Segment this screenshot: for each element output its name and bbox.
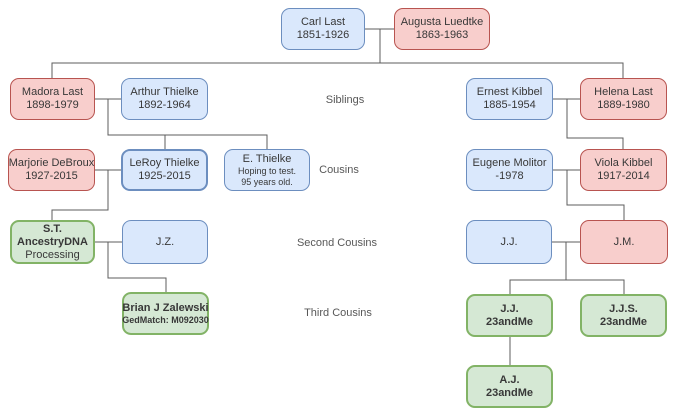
node-text-line: 1885-1954 xyxy=(483,99,536,111)
node-eugene-molitor[interactable]: Eugene Molitor-1978 xyxy=(466,149,553,191)
node-text-line: A.J. xyxy=(499,373,520,386)
node-text-line: Madora Last xyxy=(21,86,84,98)
node-text-line: Processing xyxy=(25,248,80,261)
node-text-line: Arthur Thielke xyxy=(130,86,199,98)
node-text-line: -1978 xyxy=(495,170,524,182)
relationship-label-third-cousins: Third Cousins xyxy=(304,307,372,319)
node-text-line: 23andMe xyxy=(485,315,534,328)
node-text-line: 1863-1963 xyxy=(415,29,469,41)
relationship-label-second-cousins: Second Cousins xyxy=(296,237,378,249)
node-jj-23andme[interactable]: J.J.23andMe xyxy=(466,294,553,337)
connector-helena-to-viola xyxy=(566,99,624,149)
node-text-line: 1925-2015 xyxy=(138,170,191,182)
node-text-line: Helena Last xyxy=(594,86,653,98)
node-jz[interactable]: J.Z. xyxy=(122,220,208,264)
connector-leroy-to-st xyxy=(51,170,109,220)
node-text-line: LeRoy Thielke xyxy=(129,157,200,169)
connector-jm-children-rail xyxy=(509,279,625,294)
node-text-line: 1851-1926 xyxy=(296,29,350,41)
node-text-line: Carl Last xyxy=(300,16,346,28)
node-text-line: 23andMe xyxy=(485,386,534,399)
node-text-line: 95 years old. xyxy=(241,176,293,187)
node-text-line: 1892-1964 xyxy=(138,99,191,111)
node-text-line: Brian J Zalewski xyxy=(122,301,209,314)
node-text-line: J.J. xyxy=(500,235,518,248)
node-text-line: J.Z. xyxy=(155,235,175,248)
connector-madora-children-rail xyxy=(107,99,268,149)
node-text-line: 23andMe xyxy=(599,315,648,328)
node-text-line: AncestryDNA xyxy=(17,235,88,248)
connector-viola-to-jm xyxy=(566,170,625,220)
node-text-line: Eugene Molitor xyxy=(472,157,547,169)
node-text-line: J.J.S. xyxy=(609,302,638,315)
node-jj[interactable]: J.J. xyxy=(466,220,552,264)
node-aj-23andme[interactable]: A.J.23andMe xyxy=(466,365,553,408)
node-text-line: Ernest Kibbel xyxy=(476,86,543,98)
connector-gen1-rail xyxy=(51,62,624,78)
node-text-line: Marjorie DeBroux xyxy=(8,157,95,169)
node-text-line: E. Thielke xyxy=(242,152,292,165)
relationship-label-cousins: Cousins xyxy=(319,164,359,176)
node-text-line: Viola Kibbel xyxy=(594,157,653,169)
node-text-line: J.J. xyxy=(500,302,519,315)
node-text-line: Hoping to test. xyxy=(237,165,297,176)
node-jm[interactable]: J.M. xyxy=(580,220,668,264)
node-text-line: S.T. xyxy=(43,222,62,235)
node-jjs-23andme[interactable]: J.J.S.23andMe xyxy=(580,294,667,337)
node-text-line: GedMatch: M092030 xyxy=(122,314,209,325)
relationship-label-siblings: Siblings xyxy=(325,94,365,106)
node-text-line: 1898-1979 xyxy=(26,99,79,111)
node-text-line: 1917-2014 xyxy=(597,170,650,182)
node-text-line: J.M. xyxy=(613,235,635,248)
connector-jz-to-brian xyxy=(107,242,167,292)
node-text-line: Augusta Luedtke xyxy=(400,16,484,28)
node-text-line: 1889-1980 xyxy=(597,99,650,111)
node-text-line: 1927-2015 xyxy=(25,170,78,182)
